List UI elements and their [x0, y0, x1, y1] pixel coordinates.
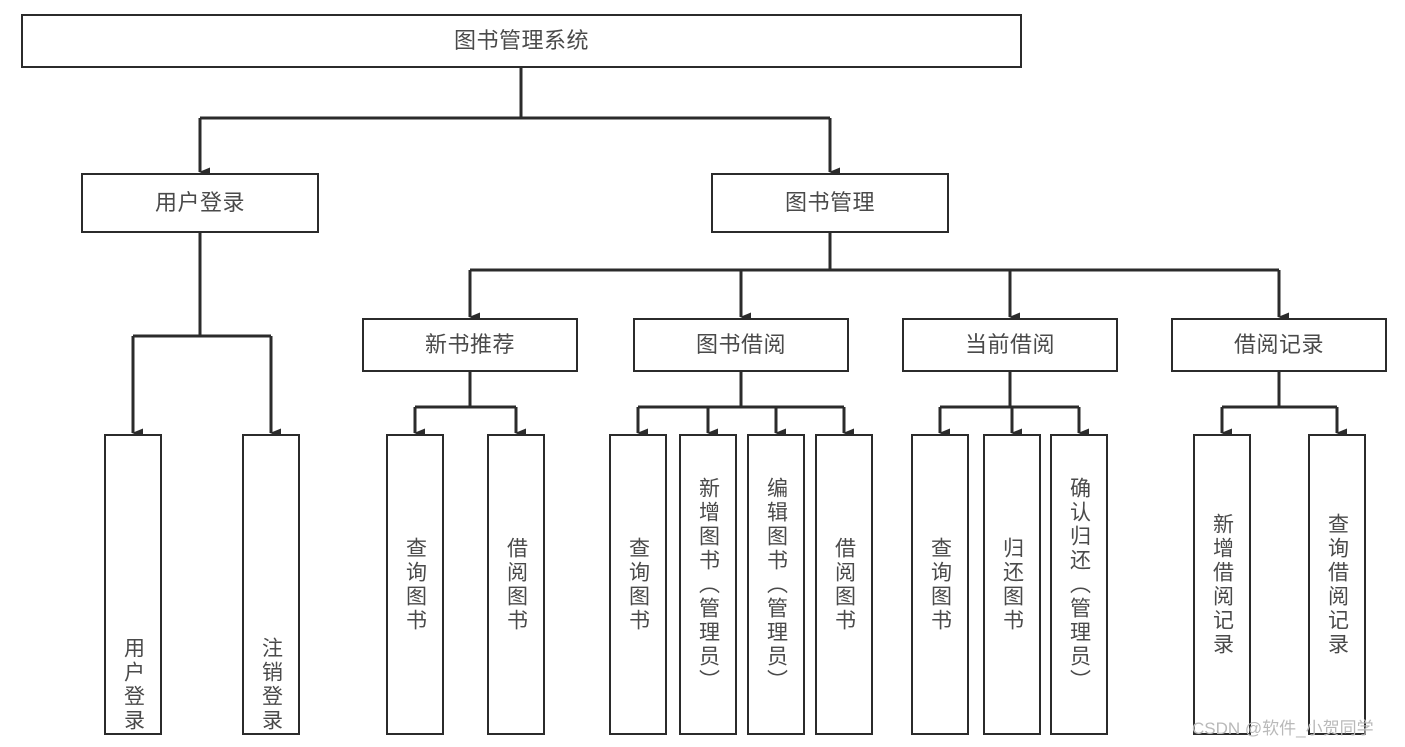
node-level2-图书管理[interactable]: 图书管理: [711, 173, 949, 233]
connector-group: [131, 68, 1347, 438]
node-label: 借阅图书: [832, 536, 856, 633]
node-label: 查询借阅记录: [1325, 512, 1349, 657]
node-leaf-确认归还管理员[interactable]: 确认归还（管理员）: [1050, 434, 1108, 735]
node-leaf-注销登录[interactable]: 注销登录: [242, 434, 300, 735]
node-leaf-查询图书[interactable]: 查询图书: [609, 434, 667, 735]
node-label: 确认归还（管理员）: [1067, 476, 1091, 693]
node-level3-新书推荐[interactable]: 新书推荐: [362, 318, 578, 372]
node-label: 编辑图书（管理员）: [764, 476, 788, 693]
node-label: 图书管理: [784, 190, 875, 216]
node-leaf-查询图书[interactable]: 查询图书: [386, 434, 444, 735]
node-leaf-新增图书管理员[interactable]: 新增图书（管理员）: [679, 434, 737, 735]
node-leaf-新增借阅记录[interactable]: 新增借阅记录: [1193, 434, 1251, 735]
node-label: 用户登录: [154, 190, 245, 216]
node-leaf-归还图书[interactable]: 归还图书: [983, 434, 1041, 735]
node-leaf-借阅图书[interactable]: 借阅图书: [487, 434, 545, 735]
node-label: 查询图书: [626, 536, 650, 633]
node-label: 借阅图书: [504, 536, 528, 633]
node-leaf-编辑图书管理员[interactable]: 编辑图书（管理员）: [747, 434, 805, 735]
node-label: 图书管理系统: [453, 28, 589, 54]
node-root-图书管理系统[interactable]: 图书管理系统: [21, 14, 1022, 68]
node-level3-借阅记录[interactable]: 借阅记录: [1171, 318, 1387, 372]
node-level3-当前借阅[interactable]: 当前借阅: [902, 318, 1118, 372]
node-label: 归还图书: [1000, 536, 1024, 633]
node-label: 借阅记录: [1233, 332, 1324, 358]
node-leaf-查询借阅记录[interactable]: 查询借阅记录: [1308, 434, 1366, 735]
node-label: 图书借阅: [695, 332, 786, 358]
node-level2-用户登录[interactable]: 用户登录: [81, 173, 319, 233]
node-label: 新增借阅记录: [1210, 512, 1234, 657]
node-label: 查询图书: [403, 536, 427, 633]
node-label: 新增图书（管理员）: [696, 476, 720, 693]
node-label: 用户登录: [121, 637, 145, 733]
node-label: 当前借阅: [964, 332, 1055, 358]
node-leaf-查询图书[interactable]: 查询图书: [911, 434, 969, 735]
node-level3-图书借阅[interactable]: 图书借阅: [633, 318, 849, 372]
node-label: 注销登录: [259, 637, 283, 733]
node-leaf-用户登录[interactable]: 用户登录: [104, 434, 162, 735]
node-leaf-借阅图书[interactable]: 借阅图书: [815, 434, 873, 735]
node-label: 查询图书: [928, 536, 952, 633]
node-label: 新书推荐: [424, 332, 515, 358]
